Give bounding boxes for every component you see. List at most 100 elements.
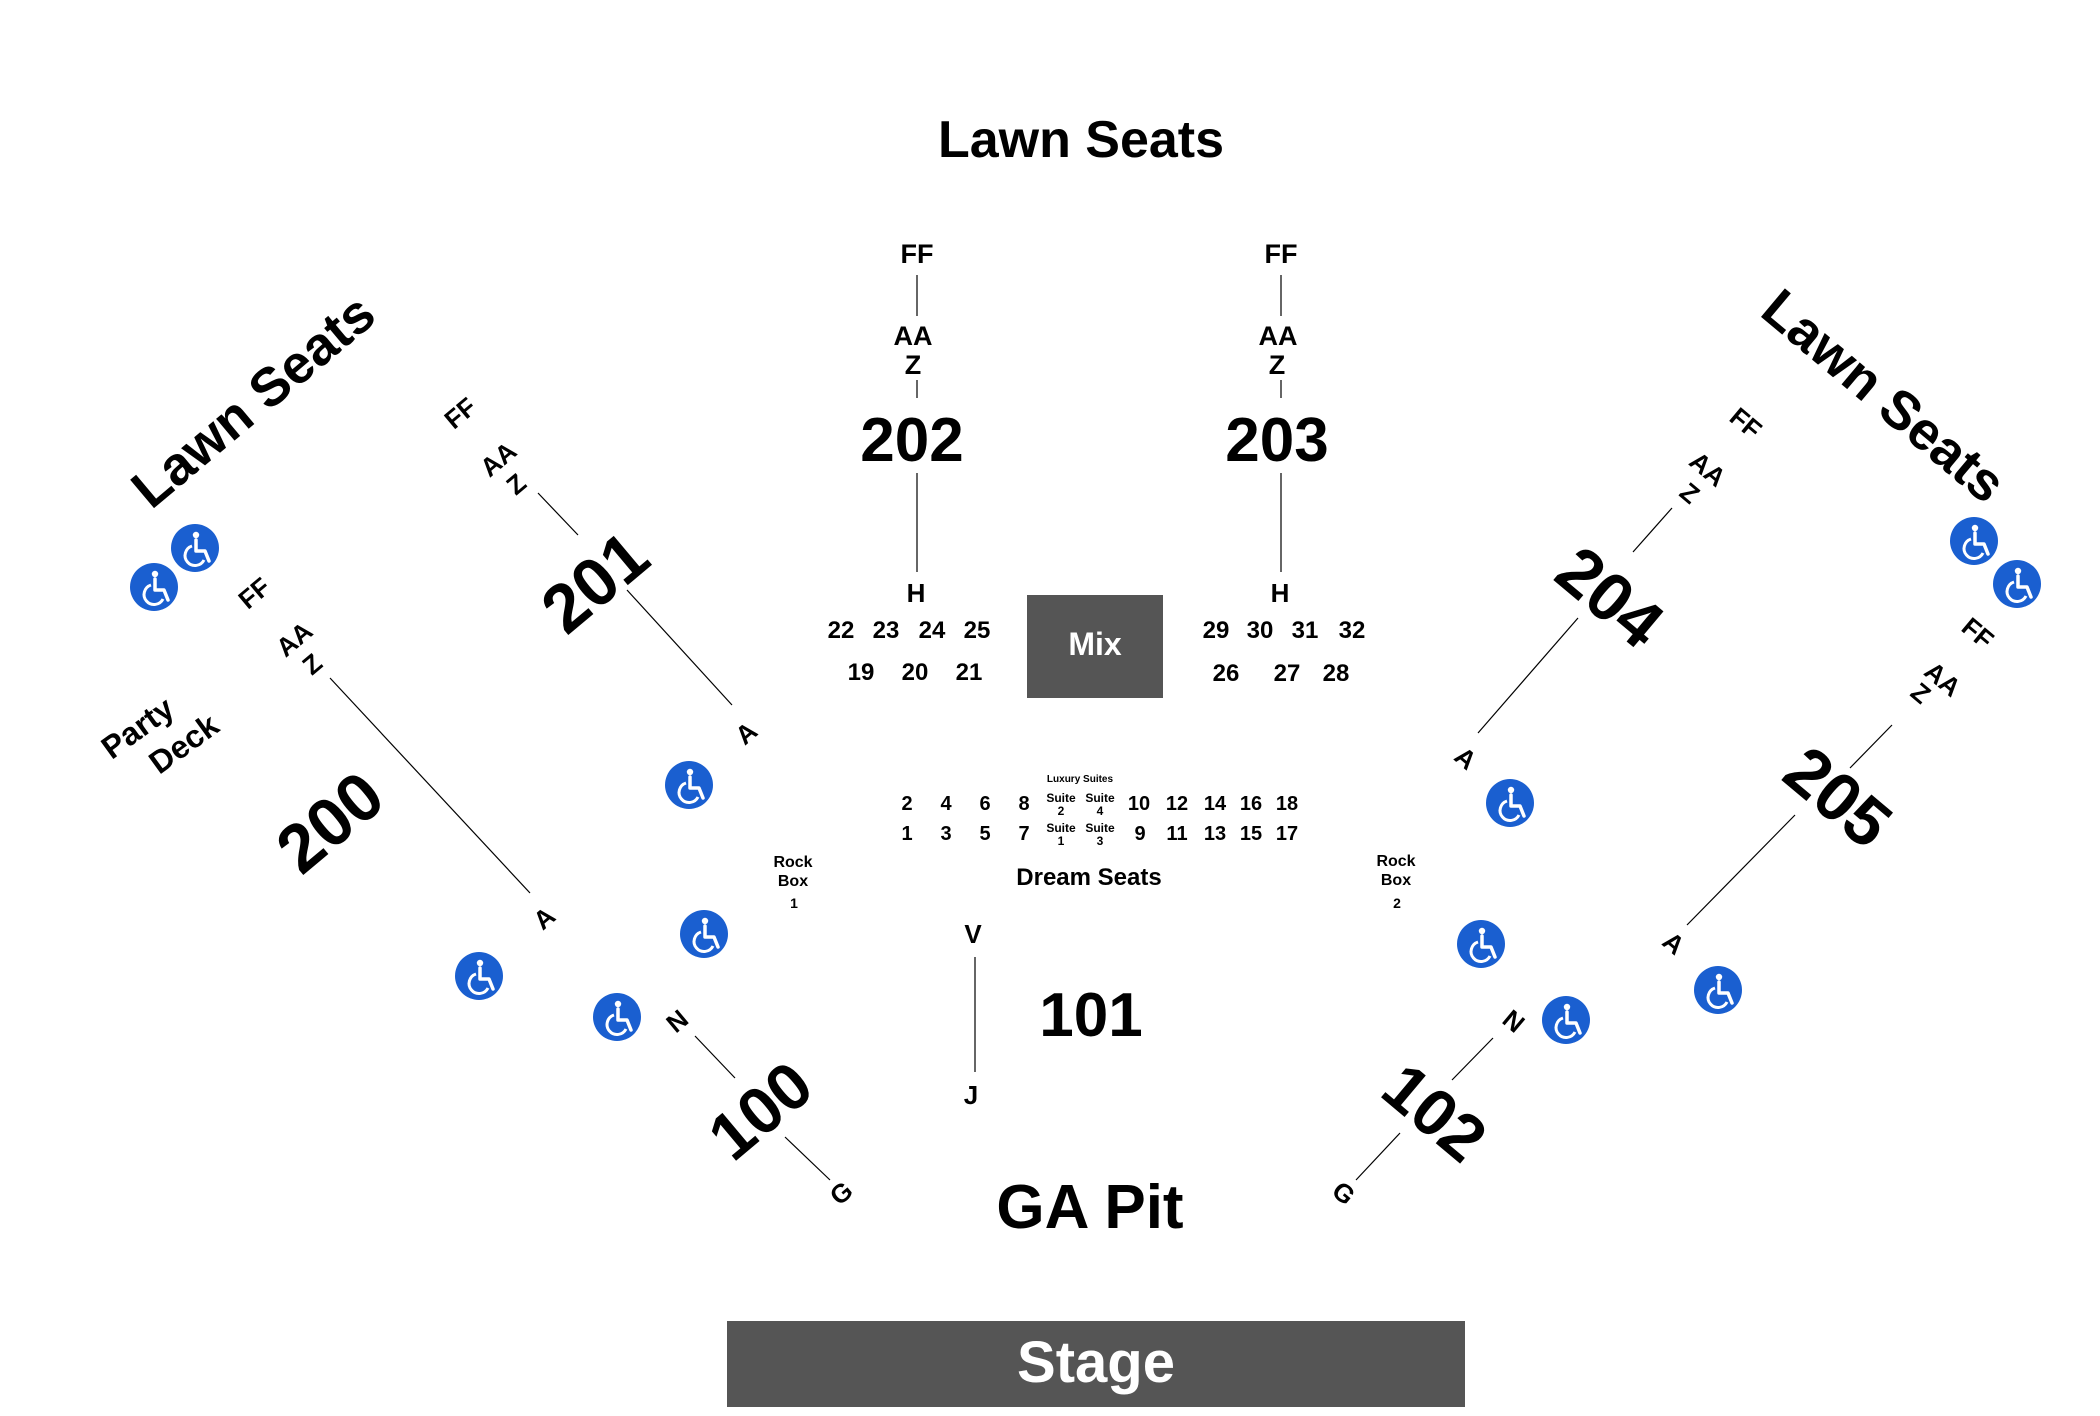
svg-text:A: A xyxy=(729,715,763,750)
svg-text:AA: AA xyxy=(894,321,933,351)
wheelchair-icon[interactable] xyxy=(169,522,221,574)
wheelchair-icon[interactable] xyxy=(453,950,505,1002)
party-deck-label[interactable]: Party Deck xyxy=(95,674,226,798)
svg-text:3: 3 xyxy=(1097,834,1104,848)
svg-text:9: 9 xyxy=(1134,823,1145,845)
svg-text:FF: FF xyxy=(901,239,934,269)
luxury-suites[interactable]: Luxury Suites 2 4 6 8 1 3 5 7 10 12 14 1… xyxy=(901,774,1298,848)
svg-text:FF: FF xyxy=(232,571,276,614)
svg-text:15: 15 xyxy=(1240,823,1262,845)
svg-text:19: 19 xyxy=(848,659,875,686)
svg-text:A: A xyxy=(1449,741,1483,776)
section-102[interactable]: N G 102 xyxy=(1326,1004,1530,1212)
section-200-label: 200 xyxy=(262,757,398,888)
svg-text:23: 23 xyxy=(873,617,900,644)
svg-text:Rock: Rock xyxy=(1376,853,1415,870)
svg-text:31: 31 xyxy=(1292,617,1319,644)
svg-text:2: 2 xyxy=(1393,895,1401,911)
wheelchair-icon[interactable] xyxy=(1692,964,1744,1016)
svg-text:32: 32 xyxy=(1339,617,1366,644)
wheelchair-icon[interactable] xyxy=(1540,994,1592,1046)
svg-text:Suite: Suite xyxy=(1085,821,1115,835)
wheelchair-icon[interactable] xyxy=(663,759,715,811)
svg-text:10: 10 xyxy=(1128,793,1150,815)
svg-text:Suite: Suite xyxy=(1046,821,1076,835)
rock-box-2[interactable]: Rock Box 2 xyxy=(1376,853,1415,911)
svg-text:Box: Box xyxy=(778,873,808,890)
svg-text:26: 26 xyxy=(1213,660,1240,687)
svg-text:G: G xyxy=(1326,1175,1361,1211)
svg-text:20: 20 xyxy=(902,659,929,686)
section-205-label: 205 xyxy=(1770,732,1906,863)
mix-booth[interactable]: Mix xyxy=(1027,595,1163,698)
svg-text:6: 6 xyxy=(979,793,990,815)
section-201-label: 201 xyxy=(527,517,663,648)
dream-seats-label[interactable]: Dream Seats xyxy=(1016,864,1161,891)
luxury-suites-label: Luxury Suites xyxy=(1047,774,1114,785)
section-100[interactable]: N G 100 xyxy=(660,1004,858,1212)
svg-text:25: 25 xyxy=(964,617,991,644)
lawn-seats-top-label[interactable]: Lawn Seats xyxy=(938,111,1224,169)
svg-text:4: 4 xyxy=(1097,804,1104,818)
stage: Stage xyxy=(727,1321,1465,1407)
svg-text:A: A xyxy=(1657,926,1691,961)
box-seats-left[interactable]: 22 23 24 25 19 20 21 xyxy=(828,617,991,686)
wheelchair-icon[interactable] xyxy=(1484,777,1536,829)
lawn-seats-right-label[interactable]: Lawn Seats xyxy=(1750,278,2016,515)
svg-text:2: 2 xyxy=(1058,804,1065,818)
section-101[interactable]: V J 101 xyxy=(964,919,1143,1110)
svg-text:4: 4 xyxy=(940,793,952,815)
svg-text:21: 21 xyxy=(956,659,983,686)
svg-text:A: A xyxy=(527,900,561,935)
section-102-label: 102 xyxy=(1369,1049,1501,1176)
svg-text:22: 22 xyxy=(828,617,855,644)
stage-label: Stage xyxy=(1017,1330,1175,1395)
wheelchair-icon[interactable] xyxy=(1948,515,2000,567)
svg-text:FF: FF xyxy=(1956,611,2000,654)
section-202[interactable]: FF AA Z 202 H xyxy=(860,239,963,608)
section-200[interactable]: FF AA Z A 200 xyxy=(232,571,561,935)
section-203[interactable]: FF AA Z 203 H xyxy=(1225,239,1328,608)
wheelchair-icon[interactable] xyxy=(128,561,180,613)
svg-text:H: H xyxy=(907,578,926,608)
svg-text:14: 14 xyxy=(1204,793,1227,815)
svg-text:12: 12 xyxy=(1166,793,1188,815)
svg-text:Z: Z xyxy=(905,350,922,380)
svg-text:18: 18 xyxy=(1276,793,1298,815)
wheelchair-icon[interactable] xyxy=(1991,558,2043,610)
svg-text:11: 11 xyxy=(1166,823,1187,845)
wheelchair-icon[interactable] xyxy=(678,908,730,960)
svg-text:17: 17 xyxy=(1276,823,1298,845)
svg-text:AA: AA xyxy=(1259,321,1298,351)
svg-text:Box: Box xyxy=(1381,872,1411,889)
svg-text:V: V xyxy=(964,919,982,949)
section-201[interactable]: FF AA Z A 201 xyxy=(438,391,763,750)
svg-text:28: 28 xyxy=(1323,660,1350,687)
ga-pit-label[interactable]: GA Pit xyxy=(996,1173,1183,1242)
svg-text:1: 1 xyxy=(790,895,798,911)
svg-text:Mix: Mix xyxy=(1068,626,1122,662)
svg-text:FF: FF xyxy=(1724,401,1768,444)
section-202-label: 202 xyxy=(860,406,963,475)
svg-text:Suite: Suite xyxy=(1046,791,1076,805)
wheelchair-icon[interactable] xyxy=(1455,918,1507,970)
svg-text:1: 1 xyxy=(901,823,912,845)
svg-text:Rock: Rock xyxy=(773,854,812,871)
svg-text:J: J xyxy=(964,1080,978,1110)
section-205[interactable]: FF AA Z A 205 xyxy=(1657,611,2000,960)
lawn-seats-left-label[interactable]: Lawn Seats xyxy=(120,283,386,520)
svg-text:8: 8 xyxy=(1018,793,1029,815)
box-seats-right[interactable]: 29 30 31 32 26 27 28 xyxy=(1203,617,1366,687)
wheelchair-icon[interactable] xyxy=(591,991,643,1043)
svg-text:G: G xyxy=(824,1175,859,1211)
rock-box-1[interactable]: Rock Box 1 xyxy=(773,854,812,911)
svg-text:13: 13 xyxy=(1204,823,1226,845)
section-203-label: 203 xyxy=(1225,406,1328,475)
section-204-label: 204 xyxy=(1542,532,1678,663)
svg-text:30: 30 xyxy=(1247,617,1274,644)
svg-text:29: 29 xyxy=(1203,617,1230,644)
section-204[interactable]: FF AA Z A 204 xyxy=(1449,401,1768,775)
svg-text:FF: FF xyxy=(1265,239,1298,269)
svg-text:5: 5 xyxy=(979,823,990,845)
svg-text:24: 24 xyxy=(919,617,946,644)
